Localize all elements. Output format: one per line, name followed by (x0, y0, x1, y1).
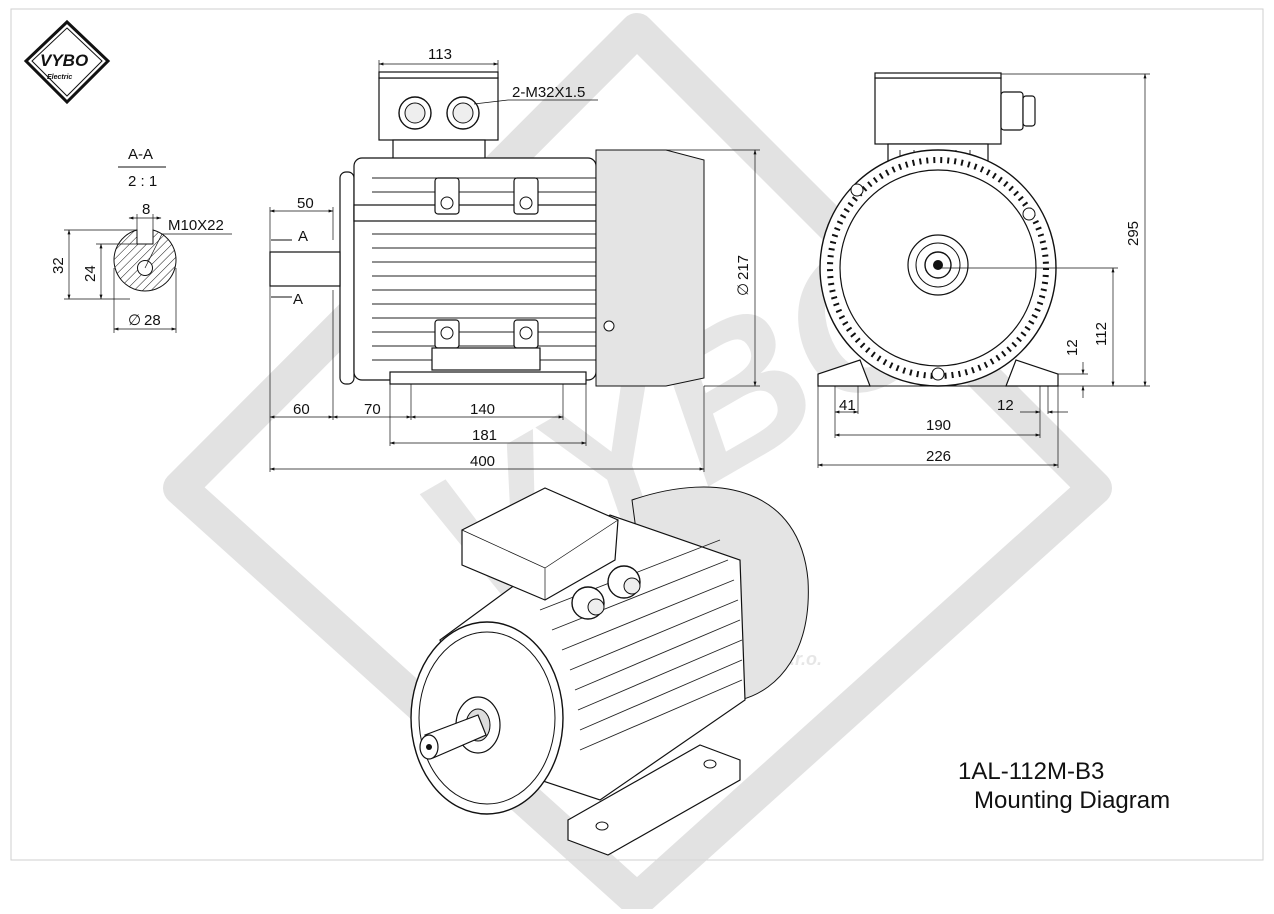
section-scale: 2 : 1 (128, 173, 157, 190)
fan-cover (595, 149, 705, 387)
drawing-frame (10, 8, 1264, 861)
logo-brand: VYBO (40, 51, 88, 70)
section-mark-bottom: A (293, 291, 303, 308)
front-terminal-box (874, 77, 1002, 145)
terminal-box (378, 77, 499, 141)
logo-sub: Electric (47, 74, 72, 81)
section-mark-top: A (298, 228, 308, 245)
overall-width-label: 226 (926, 448, 951, 465)
foot-thickness-label: 12 (1064, 339, 1081, 356)
hole-size-label: 12 (997, 397, 1014, 414)
side-view: 113 2-M32X1.5 (269, 46, 760, 472)
section-height-32: 32 (50, 257, 67, 274)
section-diameter: 28 (144, 312, 161, 329)
shaft-length-label: 50 (297, 195, 314, 212)
mounting-foot (389, 371, 587, 385)
motor-frame (353, 157, 597, 381)
dim-60: 60 (293, 401, 310, 418)
key-width-label: 8 (142, 201, 150, 218)
fan-diameter-label: 217 (735, 255, 752, 280)
dim-400: 400 (470, 453, 495, 470)
section-name: A-A (128, 146, 153, 163)
section-a-a: A-A 2 : 1 8 M10X22 32 24 ∅ 28 (50, 146, 232, 333)
section-height-24: 24 (82, 265, 99, 282)
section-diameter-symbol: ∅ (128, 312, 141, 329)
title-block: 1AL-112M-B3 Mounting Diagram (958, 758, 1170, 814)
dim-181: 181 (472, 427, 497, 444)
box-width-label: 113 (428, 46, 452, 63)
subtitle-label: Mounting Diagram (974, 787, 1170, 814)
model-label: 1AL-112M-B3 (958, 758, 1104, 785)
thread-label: M10X22 (168, 217, 224, 234)
company-logo: VYBO Electric (23, 19, 111, 105)
foot-edge-label: 41 (839, 397, 856, 414)
isometric-view (410, 486, 809, 856)
fan-diameter-symbol: ∅ (735, 283, 752, 296)
hole-span-label: 190 (926, 417, 951, 434)
iso-foot (567, 744, 741, 856)
front-view: 295 112 12 41 12 190 226 (817, 72, 1150, 468)
front-height-label: 295 (1125, 221, 1142, 246)
dim-70: 70 (364, 401, 381, 418)
glands-label: 2-M32X1.5 (512, 84, 585, 101)
front-cable-gland (1000, 91, 1024, 131)
front-foot-right (1005, 359, 1059, 387)
dim-140: 140 (470, 401, 495, 418)
iso-fins (539, 539, 743, 751)
axis-height-label: 112 (1093, 322, 1110, 346)
iso-terminal-box (461, 487, 619, 601)
end-shield-drive (339, 171, 355, 385)
shaft (269, 251, 341, 287)
